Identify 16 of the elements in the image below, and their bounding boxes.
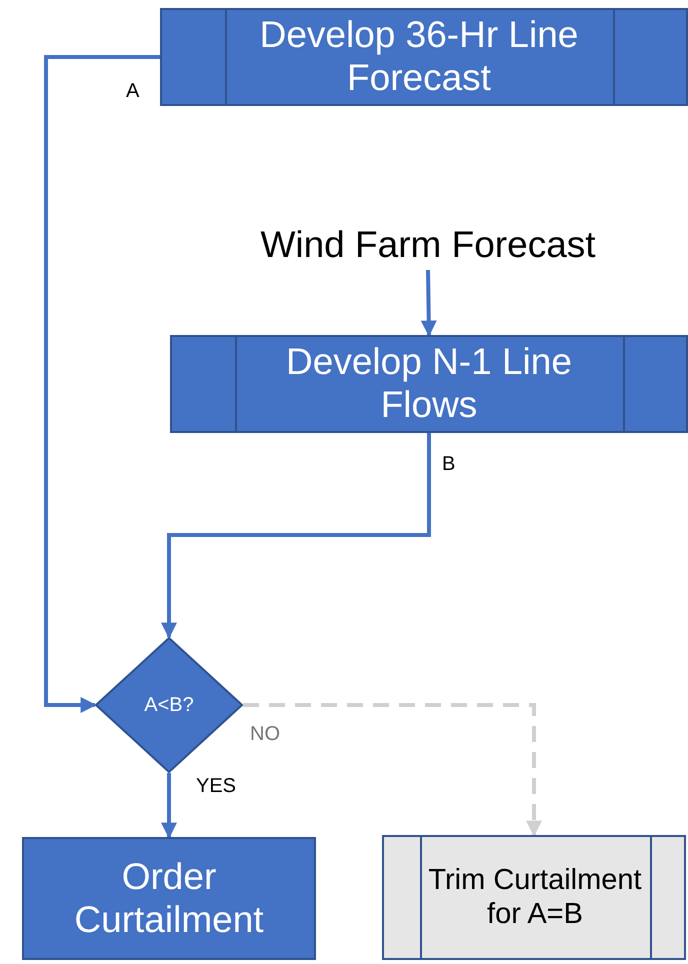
arrow [420, 270, 437, 337]
process-box [22, 837, 316, 960]
node-text: Develop 36-Hr Line Forecast [258, 14, 580, 100]
node-text: Wind Farm Forecast [260, 224, 596, 266]
arrow [161, 773, 177, 839]
arrow [161, 433, 431, 639]
node-text: Trim Curtailment for A=B [427, 864, 643, 931]
node-text: Order Curtailment [73, 856, 265, 942]
node-text: A<B? [144, 694, 194, 716]
arrow [243, 703, 542, 837]
arrow [44, 55, 160, 713]
decision-diamond [95, 637, 243, 773]
predefined-process-box [160, 8, 688, 106]
predefined-process-box [382, 835, 686, 960]
predefined-process-box [170, 335, 688, 433]
node-text: Develop N-1 Line Flows [285, 341, 573, 427]
